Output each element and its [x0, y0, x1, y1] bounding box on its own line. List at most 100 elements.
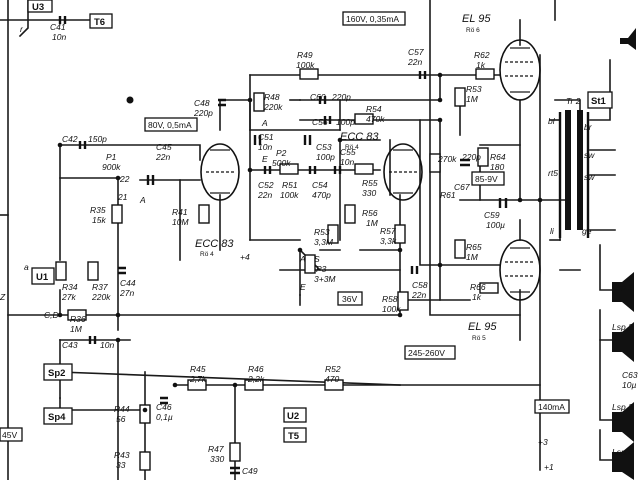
- voltage-80v-label: 80V, 0,5mA: [148, 120, 192, 130]
- label-s: S: [314, 254, 320, 264]
- label-c43-val: 10n: [100, 340, 114, 350]
- label-c46-val: 0,1µ: [156, 412, 173, 422]
- transformer-labels: Tr 2 bl rt5 li ge br sw sw: [548, 96, 595, 236]
- label-tr2: Tr 2: [566, 96, 581, 106]
- component-labels: C41 10n C42 150p P1 900k C45 22n C48 220…: [50, 22, 506, 476]
- label-r45-ref: R45: [190, 364, 206, 374]
- switch-u3: U3: [27, 0, 53, 13]
- label-cd: C,D: [44, 310, 59, 320]
- label-r62-val: 1k: [476, 60, 486, 70]
- tube-el95-bottom-sub: Rö 5: [472, 335, 486, 342]
- label-a3: A: [299, 254, 306, 264]
- label-r65-ref: R65: [466, 242, 482, 252]
- label-r41-val: 10M: [172, 217, 189, 227]
- label-c54-ref: C54: [312, 180, 328, 190]
- label-r44-ref: R44: [114, 404, 130, 414]
- voltage-36v-label: 36V: [342, 294, 357, 304]
- tube-el95-top-sub: Rö 6: [466, 27, 480, 34]
- label-c52-ref: C52: [258, 180, 274, 190]
- label-c58-val: 22n: [411, 290, 426, 300]
- label-c59-ref: C59: [484, 210, 500, 220]
- tube-el95-top-name: EL 95: [462, 13, 491, 25]
- label-c56-ref: C56: [312, 117, 328, 127]
- label-r57-ref: R57: [380, 226, 396, 236]
- label-c41-ref: C41: [50, 22, 66, 32]
- label-c42-val: 150p: [88, 134, 107, 144]
- label-c53-ref: C53: [316, 142, 332, 152]
- voltage-160v: 160V, 0,35mA: [342, 11, 406, 26]
- label-r37-val: 220k: [91, 292, 111, 302]
- label-r55-val: 330: [362, 188, 376, 198]
- label-c44-ref: C44: [120, 278, 136, 288]
- label-r57-val: 3,3k: [380, 236, 397, 246]
- label-r43-val: 33: [116, 460, 126, 470]
- tube-ecc83-left-name: ECC 83: [195, 238, 234, 250]
- label-r58-ref: R58: [382, 294, 398, 304]
- label-r61-val: 270k: [437, 154, 457, 164]
- label-c63-val: 10µ: [622, 380, 636, 390]
- label-r48-ref: R48: [264, 92, 280, 102]
- label-r45-val: 2,7k: [189, 374, 207, 384]
- speaker-4-icon: [612, 442, 634, 480]
- resistors: [55, 68, 499, 471]
- switch-st1: St1: [587, 91, 613, 109]
- label-rt5: rt5: [548, 168, 558, 178]
- label-e: E: [262, 154, 268, 164]
- speakers: [612, 28, 636, 480]
- label-c52-val: 22n: [257, 190, 272, 200]
- label-c44-val: 27n: [119, 288, 134, 298]
- label-r53b-val: 3,3M: [314, 237, 334, 247]
- label-r48-val: 220k: [263, 102, 283, 112]
- label-22: 22: [119, 174, 130, 184]
- label-r36-ref: R36: [70, 314, 86, 324]
- tube-ecc83-left: [200, 143, 240, 201]
- label-c54-val: 470p: [312, 190, 331, 200]
- speaker-2-icon: [612, 322, 634, 362]
- label-r41-ref: R41: [172, 207, 188, 217]
- label-a-small: a: [24, 262, 29, 272]
- tube-ecc83-mid-name: ECC 83: [340, 131, 379, 143]
- tube-el95-top: [499, 39, 541, 101]
- voltage-245v-label: 245-260V: [408, 348, 445, 358]
- switch-sp4-label: Sp4: [48, 412, 66, 423]
- label-p3-ref: P3: [316, 264, 327, 274]
- switch-u2-label: U2: [287, 411, 299, 422]
- label-c41-val: 10n: [52, 32, 66, 42]
- label-c55-val: 10n: [340, 157, 354, 167]
- switch-u1-label: U1: [36, 272, 49, 283]
- label-c53-val: 100p: [316, 152, 335, 162]
- tube-ecc83-left-sub: Rö 4: [200, 251, 214, 258]
- capacitors: [58, 16, 508, 475]
- label-r36-val: 1M: [70, 324, 83, 334]
- label-c48-val: 220p: [193, 108, 213, 118]
- label-p3-val: 3+3M: [314, 274, 336, 284]
- switch-t6: T6: [89, 13, 113, 29]
- switch-t5: T5: [283, 427, 307, 443]
- label-r47-val: 330: [210, 454, 224, 464]
- label-r53b-ref: R53: [314, 227, 330, 237]
- voltage-85v-label: 85-9V: [475, 174, 498, 184]
- label-sw1: sw: [584, 150, 595, 160]
- label-r56-ref: R56: [362, 208, 378, 218]
- label-c60-val: 220p: [331, 92, 351, 102]
- label-c63: C63: [622, 370, 638, 380]
- label-r65-val: 1M: [466, 252, 479, 262]
- label-r53-ref: R53: [466, 84, 482, 94]
- label-r55-ref: R55: [362, 178, 378, 188]
- switch-t6-label: T6: [94, 17, 105, 28]
- current-140ma-label: 140mA: [538, 402, 565, 412]
- tube-ecc83-mid-sub: Rö 4: [345, 144, 359, 151]
- speaker-labels: Lsp.1 Lsp.2 Lsp.3 Lsp.4 C63 10µ: [612, 282, 638, 457]
- voltage-80v: 80V, 0,5mA: [144, 117, 198, 132]
- label-lsp1: Lsp.1: [612, 282, 633, 292]
- label-r64-ref: R64: [490, 152, 506, 162]
- label-r34-ref: R34: [62, 282, 78, 292]
- label-p1-ref: P1: [106, 152, 117, 162]
- label-r54-val: 470k: [366, 114, 385, 124]
- label-r34-val: 27k: [61, 292, 76, 302]
- label-c45-val: 22n: [155, 152, 170, 162]
- switch-t5-label: T5: [288, 431, 300, 442]
- label-li: li: [550, 226, 555, 236]
- tube-el95-bottom: [499, 239, 541, 301]
